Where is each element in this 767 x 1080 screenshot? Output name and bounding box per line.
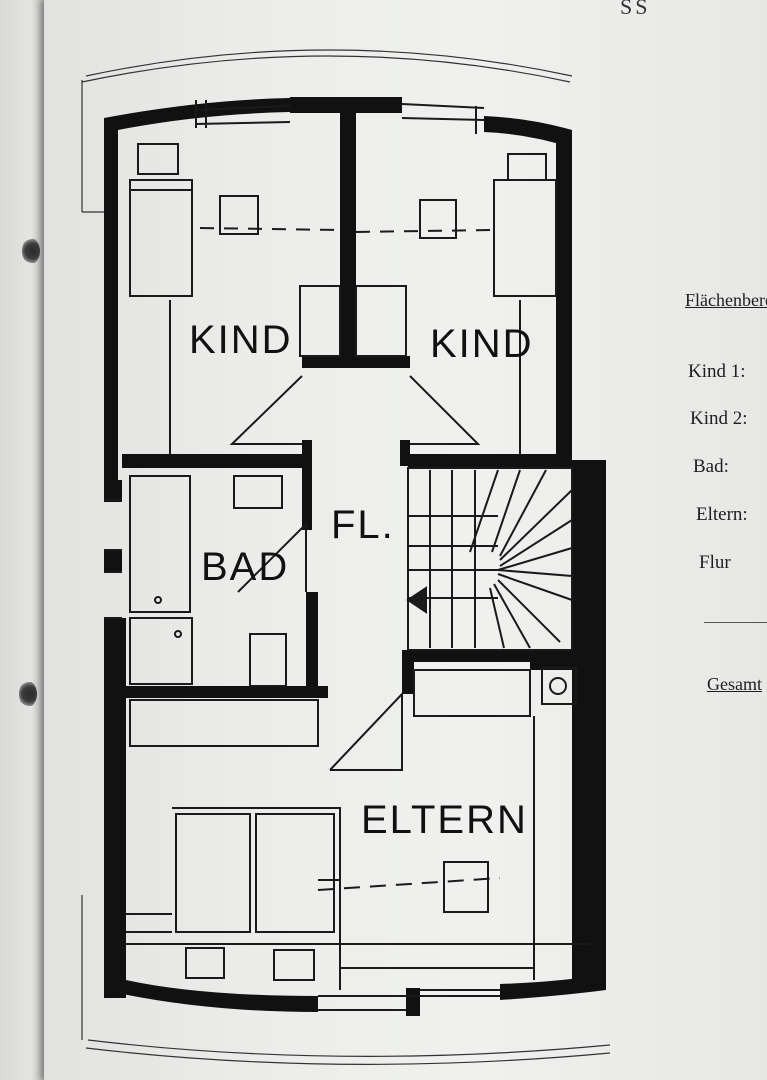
room-label-bad: BAD [201, 545, 289, 589]
area-row-label: Bad: [693, 456, 729, 477]
binder-hole-bottom [19, 681, 37, 707]
page-header-fragment: SS [620, 0, 651, 19]
binding-strip [0, 0, 44, 1080]
area-row-label: Flur [699, 552, 731, 573]
outer-walls [104, 97, 606, 1016]
area-row-label: Kind 1: [688, 361, 746, 382]
dimension-lines [81, 49, 611, 1065]
room-label-kind-left: KIND [189, 318, 293, 362]
area-row-label: Eltern: [696, 504, 748, 525]
binder-hole-top [22, 238, 40, 264]
area-calc-heading: Flächenbere [685, 290, 767, 310]
staircase [406, 467, 573, 651]
room-label-kind-right: KIND [430, 322, 534, 366]
interior-walls [122, 112, 578, 698]
room-label-flur: FL. [331, 503, 395, 547]
sum-rule [704, 622, 767, 623]
area-row-label: Kind 2: [690, 408, 748, 429]
area-total-label: Gesamt [707, 674, 762, 694]
room-label-eltern: ELTERN [361, 798, 528, 842]
furniture [104, 100, 590, 1011]
